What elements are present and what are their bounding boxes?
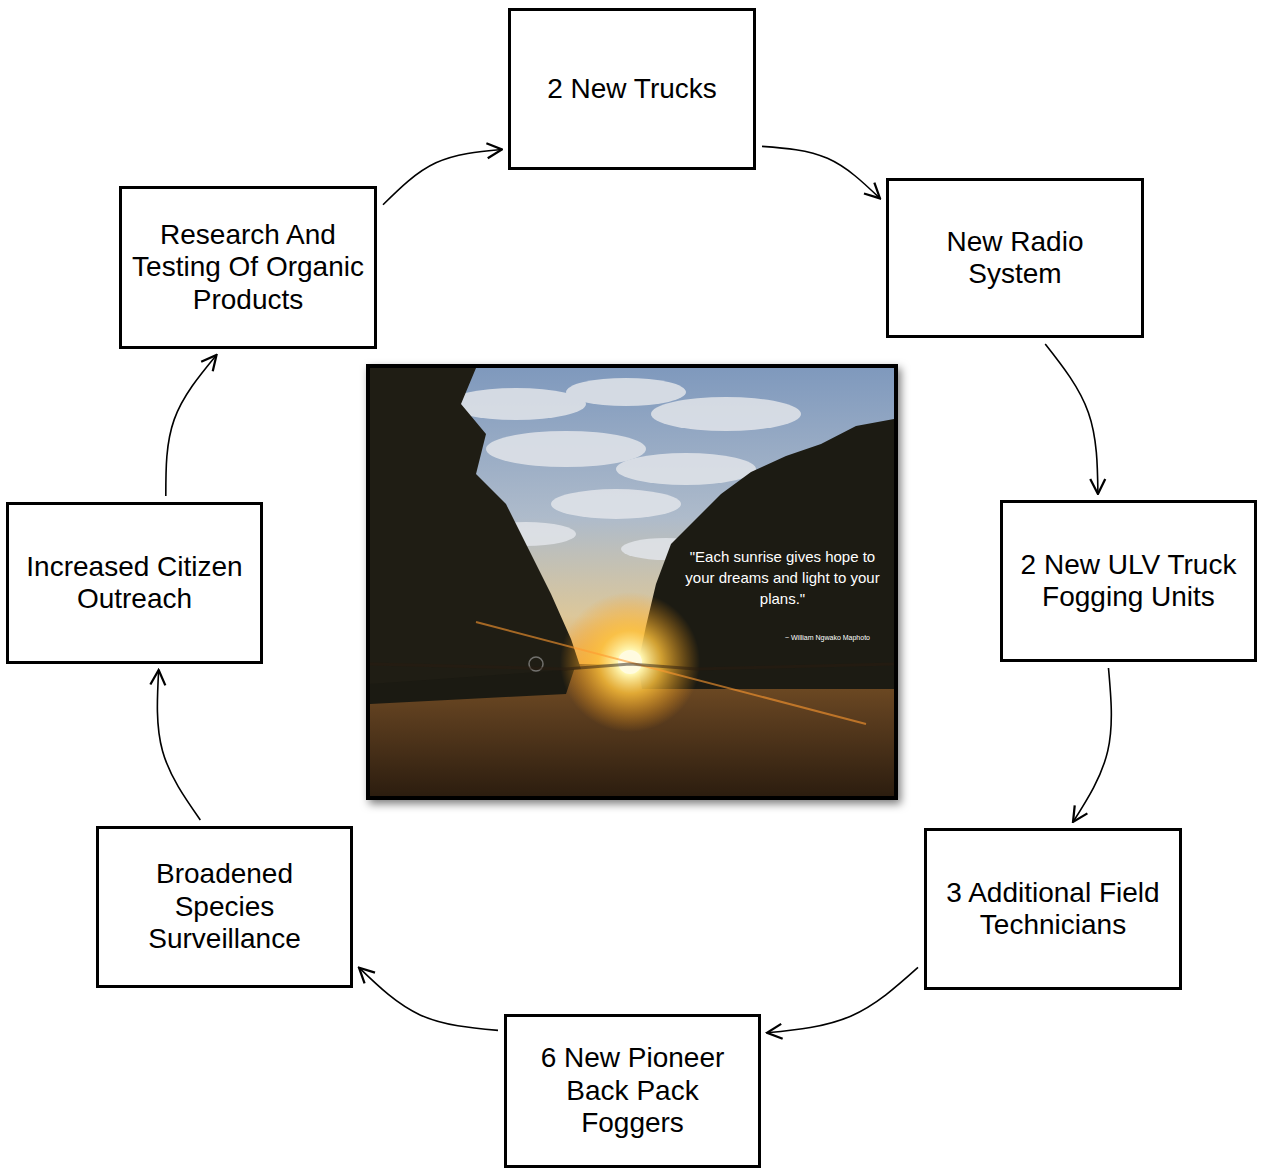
quote-attribution: ~ William Ngwako Maphoto [690,634,870,642]
process-box: Broadened Species Surveillance [96,826,353,988]
cloud [616,453,756,485]
box-text: 6 New Pioneer Back Pack Foggers [517,1042,748,1139]
sky [370,368,894,796]
process-box: Increased Citizen Outreach [6,502,263,664]
cloud [486,431,646,467]
cycle-arrow [767,967,918,1032]
photo-frame [366,364,898,800]
cycle-arrow [1045,344,1098,494]
process-box: 6 New Pioneer Back Pack Foggers [504,1014,761,1168]
cycle-arrow [166,355,217,496]
box-text: New Radio System [899,226,1131,291]
cycle-arrow [359,968,498,1031]
process-box: 2 New ULV Truck Fogging Units [1000,500,1257,662]
process-box: Research And Testing Of Organic Products [119,186,377,349]
box-text: Broadened Species Surveillance [109,858,340,955]
horizon [370,664,894,669]
quote-text: "Each sunrise gives hope to your dreams … [680,546,885,609]
cloud [651,397,801,431]
process-box: New Radio System [886,178,1144,338]
box-text: Increased Citizen Outreach [19,551,250,616]
cycle-arrow [383,149,502,204]
left-trees [370,368,581,684]
cycle-arrow [1073,668,1111,822]
box-text: 2 New ULV Truck Fogging Units [1013,549,1244,614]
process-box: 2 New Trucks [508,8,756,170]
cloud [566,378,686,406]
box-text: Research And Testing Of Organic Products [132,219,364,316]
cloud [551,489,681,519]
box-text: 3 Additional Field Technicians [937,877,1169,942]
cycle-arrow [157,670,200,820]
cycle-arrow [762,146,880,198]
process-box: 3 Additional Field Technicians [924,828,1182,990]
box-text: 2 New Trucks [547,73,717,105]
